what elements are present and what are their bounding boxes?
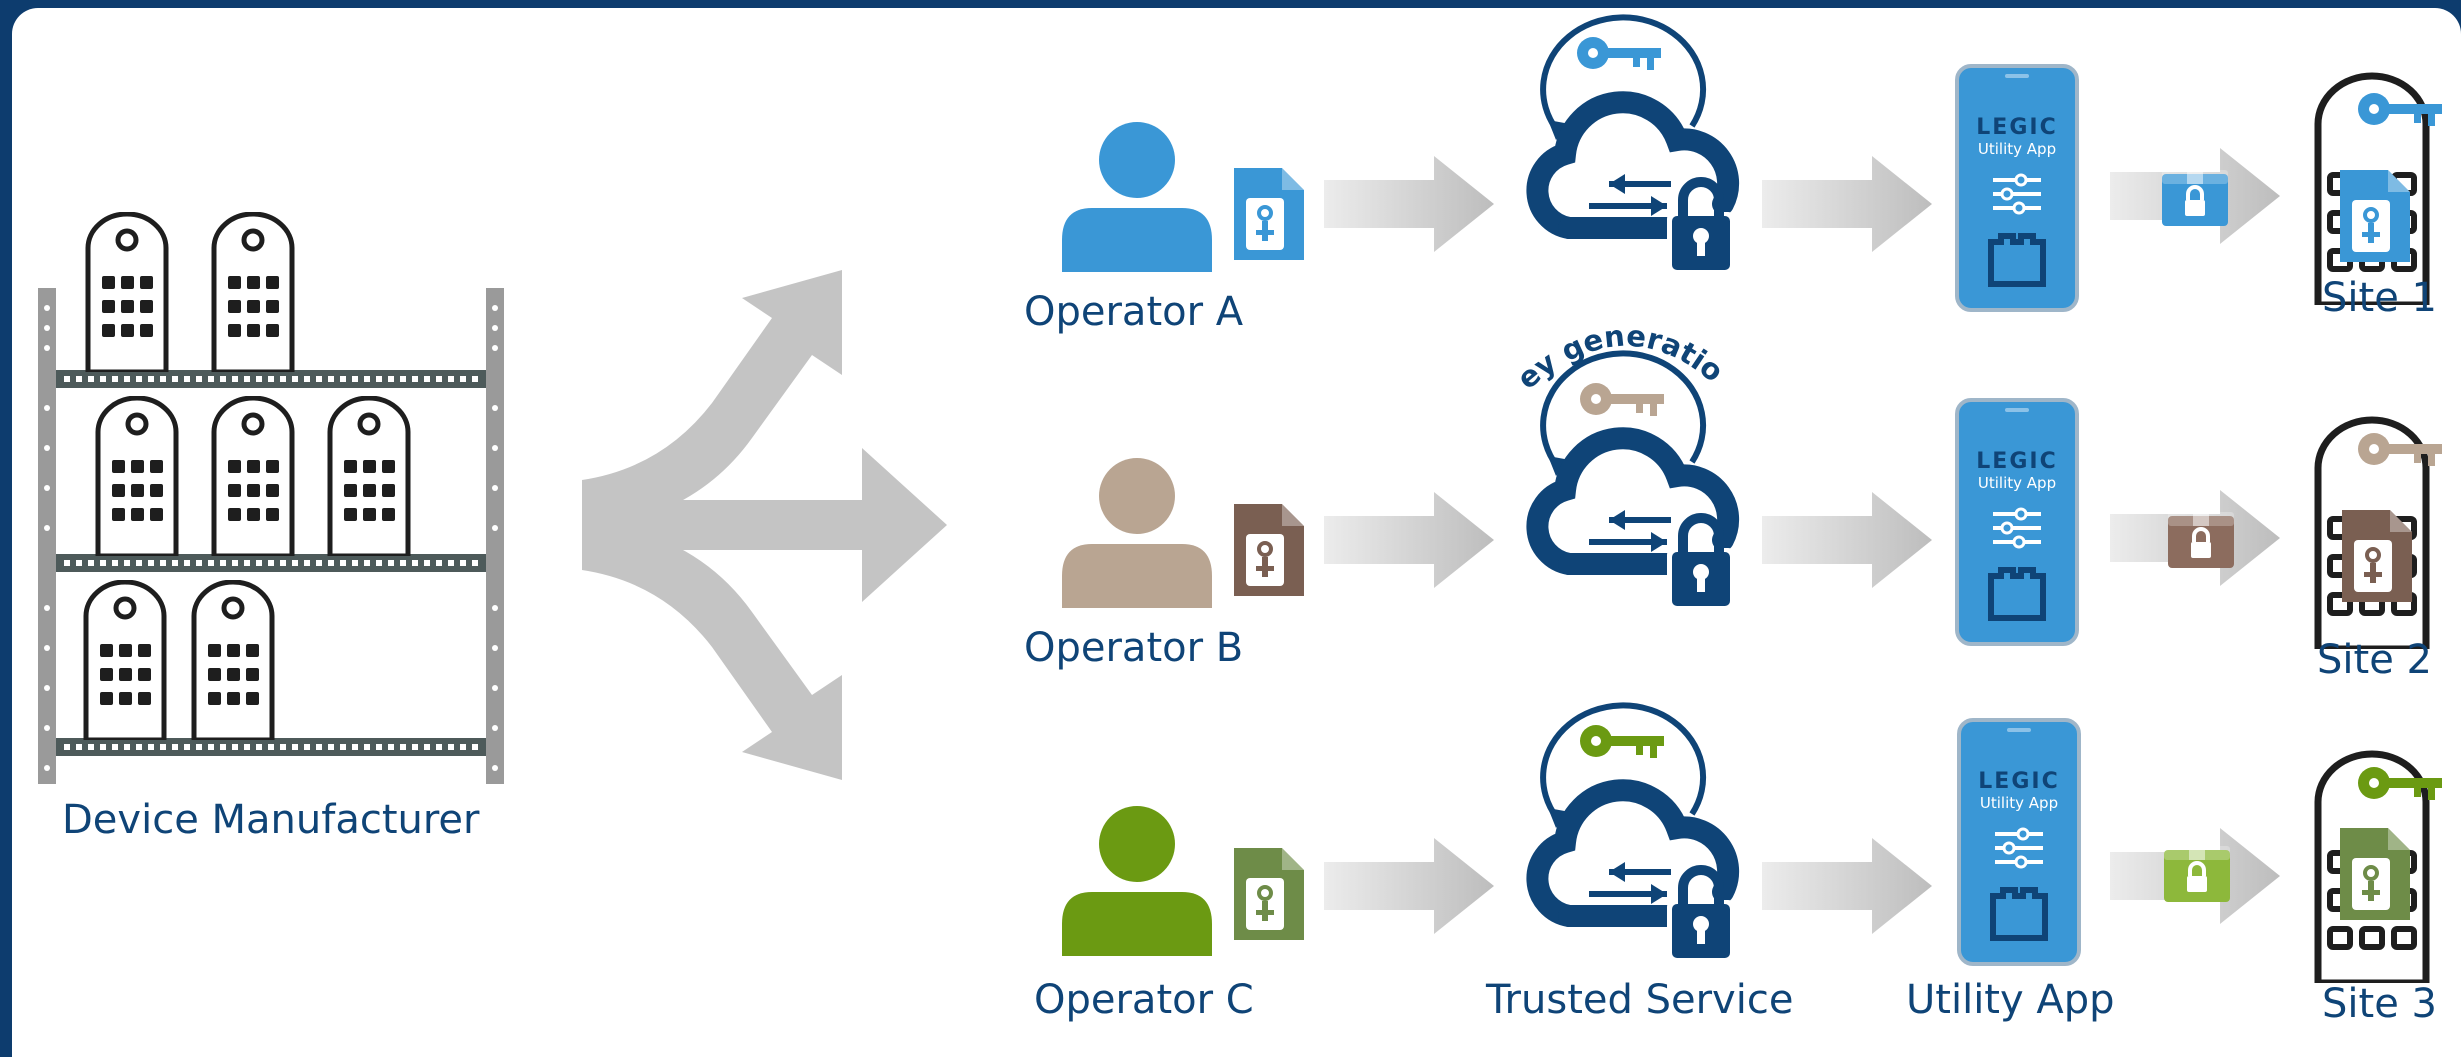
shelf-rack <box>38 288 504 784</box>
key-generation-loop-icon <box>1540 14 1707 132</box>
site-3-label: Site 3 <box>2322 981 2437 1027</box>
operator-c-label: Operator C <box>1034 977 1254 1023</box>
flow-arrow-icon <box>1762 492 1932 588</box>
lock-device-icon <box>86 582 164 740</box>
trusted-service-cloud-icon <box>1537 790 1735 962</box>
operator-a-config-file-icon <box>1234 168 1304 260</box>
key-generation-loop-icon <box>1540 350 1707 468</box>
site-3-config-file-icon <box>2340 828 2410 920</box>
row-operator-c <box>1062 702 2442 983</box>
diagram-canvas: Key generation LEGIC Utility App LEGIC U… <box>12 8 2461 1057</box>
operator-a-key-icon <box>1577 37 1661 70</box>
operator-b-person-icon <box>1062 458 1212 608</box>
site-1-config-file-icon <box>2340 170 2410 262</box>
lock-device-icon <box>214 214 292 372</box>
manufactured-devices <box>86 214 408 740</box>
split-arrow <box>582 270 947 780</box>
flow-arrow-icon <box>1324 156 1494 252</box>
operator-b-key-icon <box>1580 383 1664 416</box>
flow-arrow-icon <box>1762 838 1932 934</box>
operator-a-package-icon <box>2162 160 2228 226</box>
utility-app-phone-icon <box>1957 66 2077 310</box>
flow-arrow-icon <box>1324 838 1494 934</box>
lock-device-icon <box>88 214 166 372</box>
flow-arrow-icon <box>1324 492 1494 588</box>
diagram-artwork: Key generation LEGIC Utility App LEGIC U… <box>12 8 2442 1057</box>
operator-b-config-file-icon <box>1234 504 1304 596</box>
lock-device-icon <box>98 398 176 556</box>
utility-app-phone-icon <box>1959 720 2079 964</box>
site-2-config-file-icon <box>2342 510 2412 602</box>
phone-brand-a: LEGIC <box>1976 115 2057 140</box>
phone-subtitle-c: Utility App <box>1980 794 2058 812</box>
phone-subtitle-b: Utility App <box>1978 474 2056 492</box>
site-1-label: Site 1 <box>2322 275 2437 321</box>
operator-c-person-icon <box>1062 806 1212 956</box>
phone-brand-b: LEGIC <box>1976 449 2057 474</box>
trusted-service-label: Trusted Service <box>1486 977 1794 1023</box>
phone-brand-c: LEGIC <box>1978 769 2059 794</box>
operator-a-label: Operator A <box>1024 289 1244 335</box>
flow-arrow-icon <box>1762 156 1932 252</box>
phone-subtitle-a: Utility App <box>1978 140 2056 158</box>
operator-c-key-icon <box>1580 725 1664 758</box>
row-operator-b <box>1062 350 2442 649</box>
trusted-service-cloud-icon <box>1537 102 1735 274</box>
operator-b-label: Operator B <box>1024 625 1244 671</box>
utility-app-label: Utility App <box>1906 977 2115 1023</box>
utility-app-phone-icon <box>1957 400 2077 644</box>
device-manufacturer-label: Device Manufacturer <box>62 797 480 843</box>
lock-device-icon <box>194 582 272 740</box>
row-operator-a <box>1062 14 2442 310</box>
trusted-service-cloud-icon <box>1537 438 1735 610</box>
site-2-label: Site 2 <box>2317 637 2432 683</box>
operator-a-person-icon <box>1062 122 1212 272</box>
lock-device-icon <box>214 398 292 556</box>
operator-c-config-file-icon <box>1234 848 1304 940</box>
lock-device-icon <box>330 398 408 556</box>
key-generation-loop-icon <box>1540 702 1707 820</box>
